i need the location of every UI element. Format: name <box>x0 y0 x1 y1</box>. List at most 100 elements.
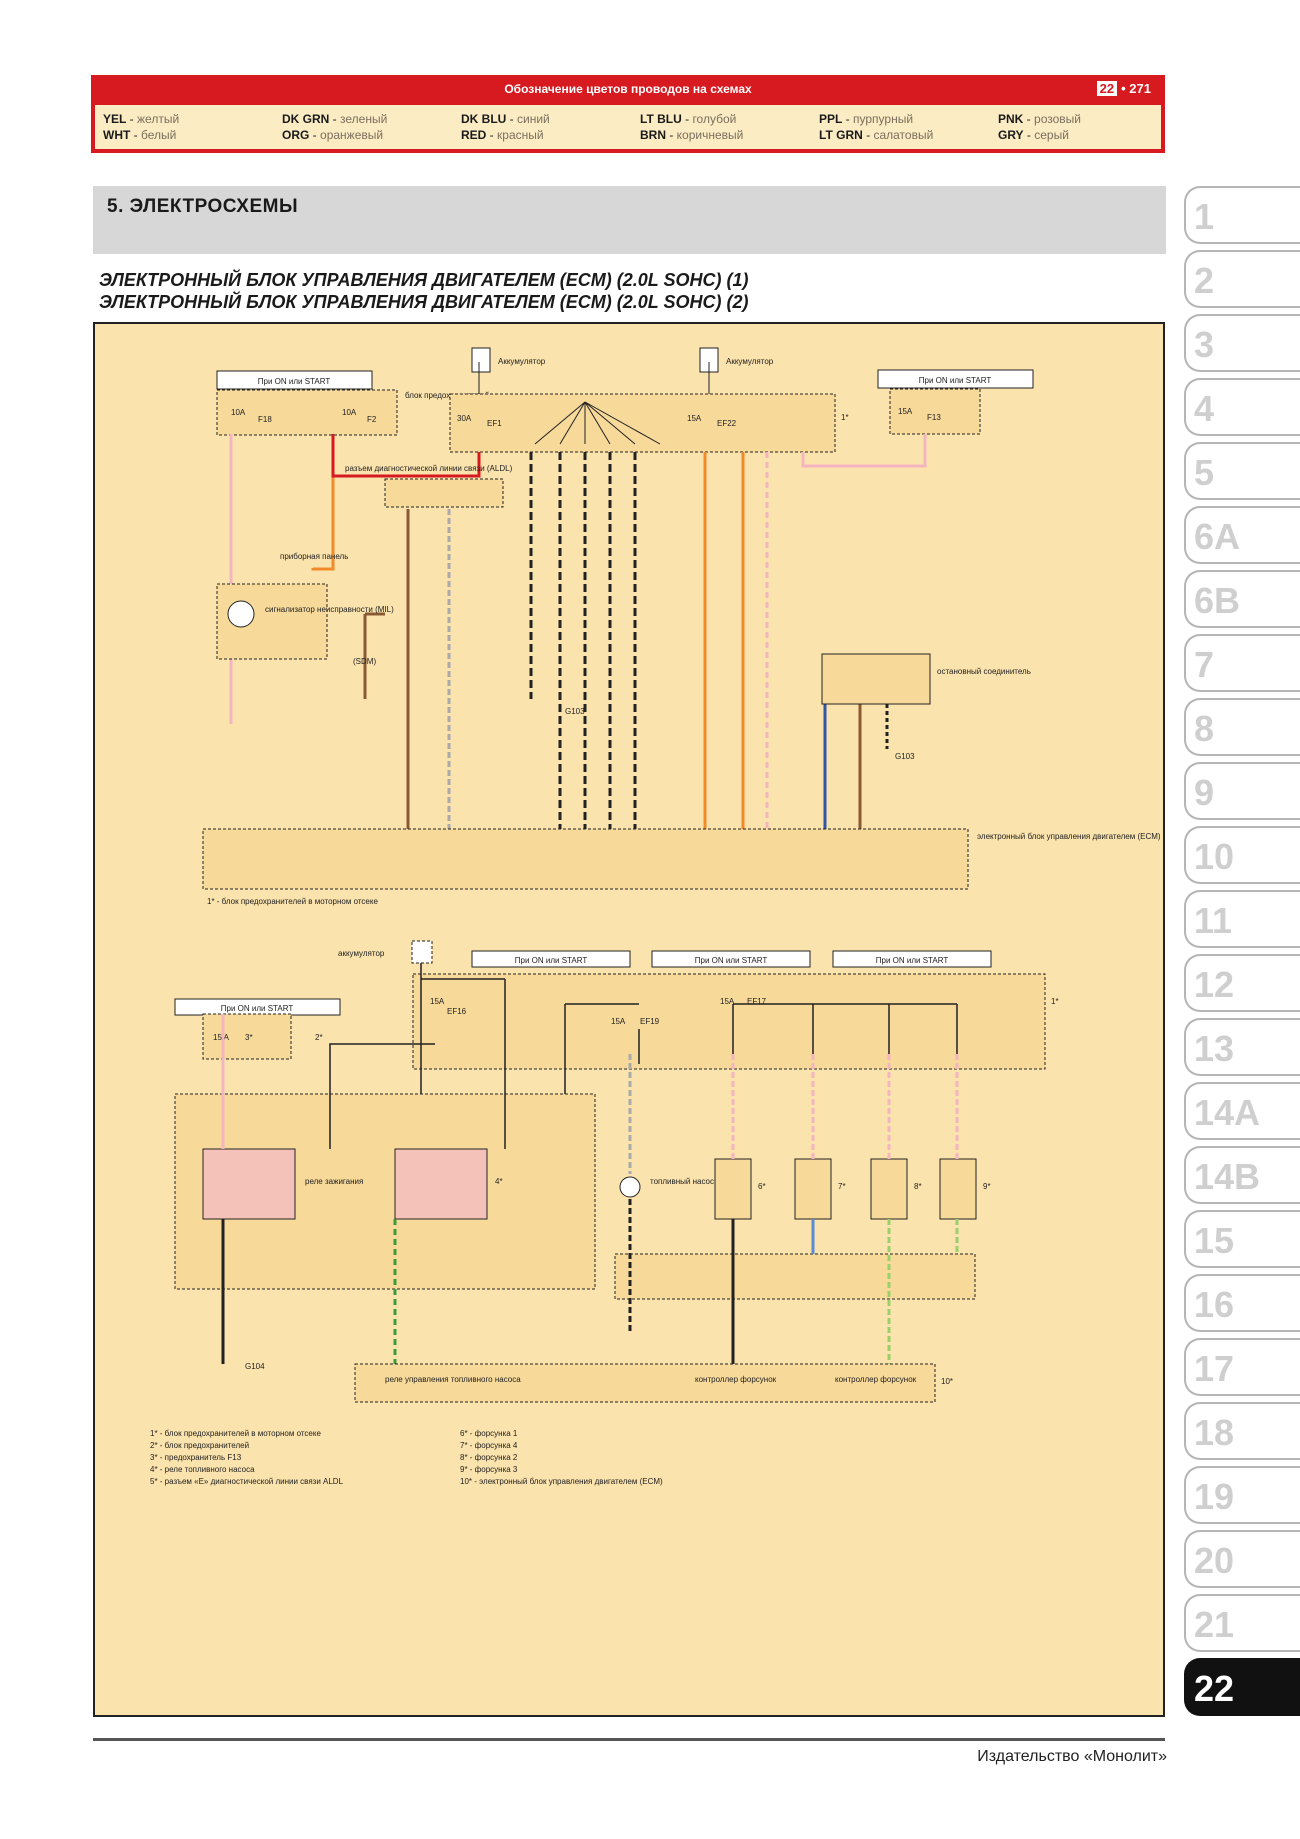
ground-label: G104 <box>245 1362 265 1371</box>
tab-section-19[interactable]: 19 <box>1184 1466 1300 1524</box>
tab-section-6b[interactable]: 6B <box>1184 570 1300 628</box>
tab-section-12[interactable]: 12 <box>1184 954 1300 1012</box>
color-name: синий <box>517 112 550 126</box>
on-start-label: При ON или START <box>221 1004 294 1013</box>
tab-section-17[interactable]: 17 <box>1184 1338 1300 1396</box>
injector-label: 6* <box>758 1182 766 1191</box>
wire-brown <box>363 612 385 699</box>
tab-section-4[interactable]: 4 <box>1184 378 1300 436</box>
tab-label: 18 <box>1194 1412 1235 1453</box>
fuse-name: F2 <box>367 415 377 424</box>
tab-section-21[interactable]: 21 <box>1184 1594 1300 1652</box>
on-start-label: При ON или START <box>515 956 588 965</box>
fuse-name: F13 <box>927 413 941 422</box>
tab-label: 8 <box>1194 708 1215 749</box>
tab-label: 15 <box>1194 1220 1235 1261</box>
on-start-label: При ON или START <box>876 956 949 965</box>
stop-connector-label: остановный соединитель <box>937 667 1031 676</box>
ecm-text: контроллер форсунок <box>835 1375 917 1384</box>
tab-section-6a[interactable]: 6A <box>1184 506 1300 564</box>
tab-label: 20 <box>1194 1540 1235 1581</box>
tab-label: 6A <box>1194 516 1241 557</box>
color-name: оранжевый <box>320 128 384 142</box>
color-name: коричневый <box>676 128 744 142</box>
tab-section-9[interactable]: 9 <box>1184 762 1300 820</box>
color-code: LT BLU <box>640 112 682 126</box>
tab-section-14a[interactable]: 14A <box>1184 1082 1300 1140</box>
tab-section-16[interactable]: 16 <box>1184 1274 1300 1332</box>
tab-section-11[interactable]: 11 <box>1184 890 1300 948</box>
on-start-box <box>651 950 811 968</box>
tab-section-5[interactable]: 5 <box>1184 442 1300 500</box>
tab-label: 14B <box>1194 1156 1261 1197</box>
tab-label: 11 <box>1194 900 1233 941</box>
footnote-marker: 2* <box>315 1033 323 1042</box>
legend-body: YEL - желтый WHT - белый DK GRN - зелены… <box>95 105 1161 149</box>
color-code: DK GRN <box>282 112 330 126</box>
fuse-rating: 15 A <box>213 1033 230 1042</box>
color-code: YEL <box>103 112 127 126</box>
tab-section-8[interactable]: 8 <box>1184 698 1300 756</box>
wiring-diagram-frame: При ON или START 10A F18 10A F2 блок пре… <box>93 322 1165 1717</box>
publisher-name: Издательство «Монолит» <box>977 1748 1167 1765</box>
tab-section-20[interactable]: 20 <box>1184 1530 1300 1588</box>
color-name: голубой <box>692 112 737 126</box>
injector-1 <box>714 1158 752 1220</box>
tab-section-22[interactable]: 22 <box>1184 1658 1300 1716</box>
battery-icon <box>471 347 491 373</box>
tab-section-14b[interactable]: 14B <box>1184 1146 1300 1204</box>
legend-column: PPL - пурпурный LT GRN - салатовый <box>819 112 934 142</box>
color-code: RED <box>461 128 487 142</box>
legend-column: LT BLU - голубой BRN - коричневый <box>640 112 744 142</box>
tab-section-7[interactable]: 7 <box>1184 634 1300 692</box>
tab-label: 1 <box>1194 196 1215 237</box>
section-header: 5. ЭЛЕКТРОСХЕМЫ <box>93 186 1166 254</box>
ecm-block <box>202 828 969 890</box>
aldl-connector <box>384 478 504 508</box>
tab-section-3[interactable]: 3 <box>1184 314 1300 372</box>
on-start-label: При ON или START <box>919 376 992 385</box>
color-code: WHT <box>103 128 131 142</box>
engine-fuse-block <box>449 393 836 453</box>
tab-section-15[interactable]: 15 <box>1184 1210 1300 1268</box>
injector-3 <box>939 1158 977 1220</box>
wiring-diagram: При ON или START 10A F18 10A F2 блок пре… <box>150 347 1161 1486</box>
color-name: пурпурный <box>853 112 914 126</box>
section-title: 5. ЭЛЕКТРОСХЕМЫ <box>107 196 299 217</box>
fuse-name: EF22 <box>717 419 737 428</box>
ecm-label: электронный блок управления двигателем (… <box>977 832 1161 841</box>
fuse-name: F18 <box>258 415 272 424</box>
tab-label: 10 <box>1194 836 1235 877</box>
color-code: DK BLU <box>461 112 507 126</box>
legend-column: DK GRN - зеленый ORG - оранжевый <box>282 112 388 142</box>
tab-label: 3 <box>1194 324 1215 365</box>
instrument-label: приборная панель <box>280 552 348 561</box>
tab-label: 7 <box>1194 644 1215 685</box>
color-name: салатовый <box>873 128 934 142</box>
tab-label: 17 <box>1194 1348 1235 1389</box>
tab-section-2[interactable]: 2 <box>1184 250 1300 308</box>
tab-section-13[interactable]: 13 <box>1184 1018 1300 1076</box>
tab-label: 9 <box>1194 772 1215 813</box>
legend-title: Обозначение цветов проводов на схемах <box>504 82 752 96</box>
color-name: белый <box>141 128 177 142</box>
engine-fuse-block <box>412 973 1046 1070</box>
footnote: 6* - форсунка 1 <box>460 1429 518 1438</box>
fuel-pump-icon <box>619 1176 641 1198</box>
stop-connector <box>821 653 931 705</box>
battery-label: Аккумулятор <box>726 357 774 366</box>
tab-section-18[interactable]: 18 <box>1184 1402 1300 1460</box>
fuse-rating: 15A <box>720 997 735 1006</box>
footnote: 1* - блок предохранителей в моторном отс… <box>207 897 378 906</box>
footnote: 9* - форсунка 3 <box>460 1465 518 1474</box>
color-code: BRN <box>640 128 666 142</box>
splice-s206 <box>614 1253 976 1300</box>
fuel-pump-relay <box>394 1148 488 1220</box>
footnote: 5* - разъем «E» диагностической линии св… <box>150 1477 344 1486</box>
tab-label: 22 <box>1194 1668 1235 1709</box>
on-start-box <box>471 950 631 968</box>
ground-label: G103 <box>895 752 915 761</box>
tab-section-1[interactable]: 1 <box>1184 186 1300 244</box>
on-start-label: При ON или START <box>695 956 768 965</box>
tab-section-10[interactable]: 10 <box>1184 826 1300 884</box>
